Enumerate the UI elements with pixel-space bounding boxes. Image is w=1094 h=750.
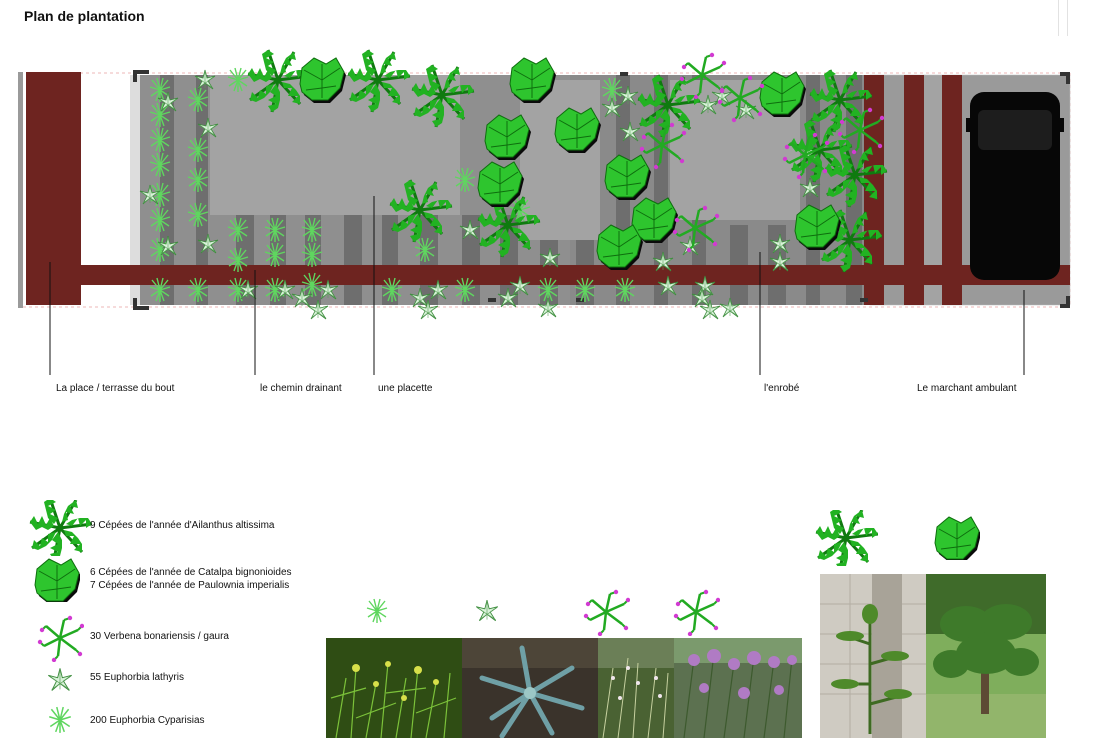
van-icon [966,92,1064,280]
label-terrasse: La place / terrasse du bout [56,383,175,394]
verbena-icon [582,588,630,636]
euphorbia-tuft-icon [48,706,72,734]
legend-paulownia: 7 Cépées de l'année de Paulownia imperia… [90,580,290,591]
catalpa-leaf-icon [934,516,980,560]
ailanthus-fern-icon [28,500,92,556]
euphorbia-star-icon [475,599,499,622]
verbena-icon [36,614,84,662]
photo-gaura [598,638,674,738]
euphorbia-star-icon [47,667,73,691]
legend-ailanthus: 9 Cépées de l'année d'Ailanthus altissim… [90,520,275,531]
photo-paulownia [926,574,1046,738]
planting-plan [18,48,1071,375]
legend-euphorbia-lathyris: 55 Euphorbia lathyris [90,672,184,683]
photo-verbena [674,638,802,738]
catalpa-leaf-icon [34,558,80,602]
label-enrobe: l'enrobé [764,383,800,394]
photo-ailanthus [820,574,926,738]
legend-euphorbia-cyparisias: 200 Euphorbia Cyparisias [90,715,205,726]
label-marchant-ambulant: Le marchant ambulant [917,383,1017,394]
label-placette: une placette [378,383,433,394]
legend-catalpa: 6 Cépées de l'année de Catalpa bignonioi… [90,567,292,578]
legend-verbena: 30 Verbena bonariensis / gaura [90,631,229,642]
ailanthus-fern-icon [814,510,878,566]
photo-euphorbia-lathyris [462,638,598,738]
euphorbia-tuft-icon [366,598,388,624]
page-title: Plan de plantation [24,8,145,24]
verbena-icon [672,588,720,636]
label-chemin-drainant: le chemin drainant [260,383,342,394]
scrollbar-track[interactable] [1058,0,1068,36]
photo-euphorbia-cyparisias [326,638,462,738]
